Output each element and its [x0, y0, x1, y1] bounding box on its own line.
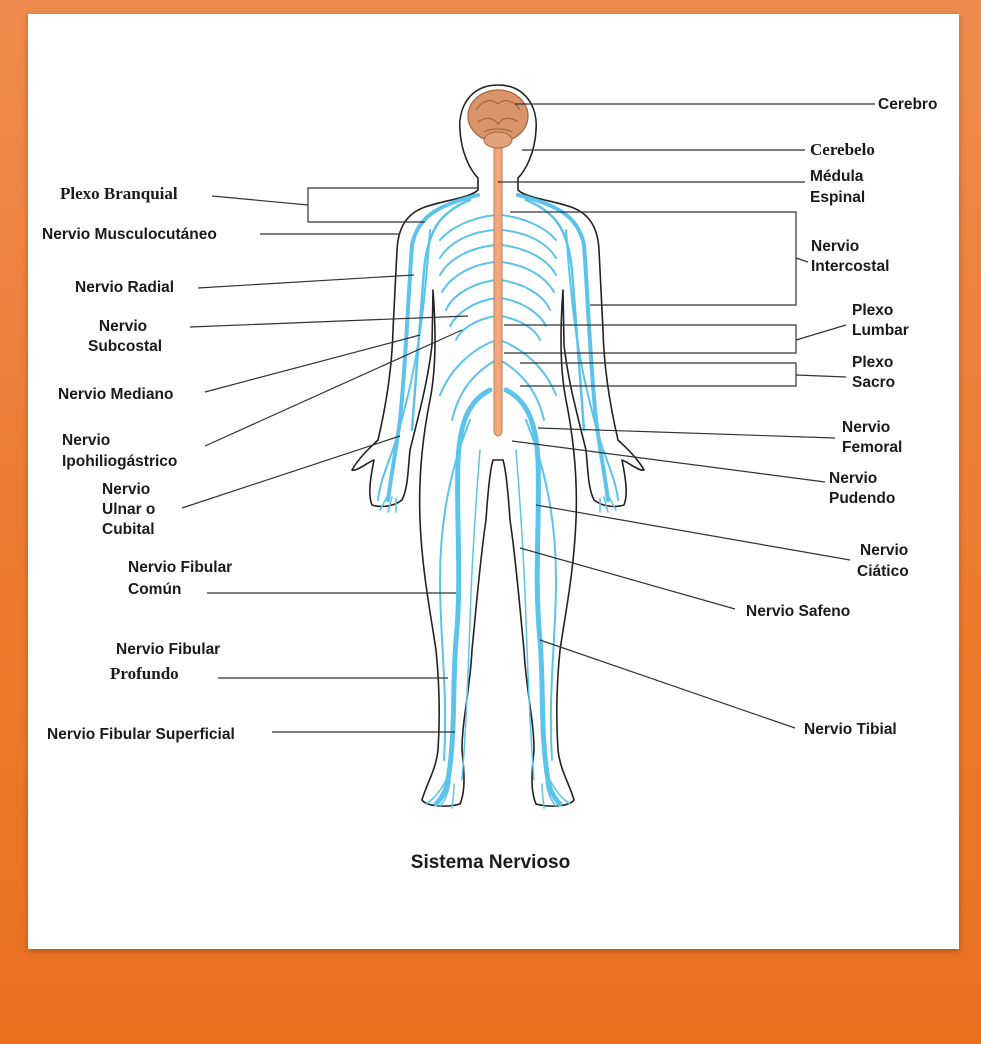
label-fibular-comun-line2: Común	[128, 579, 181, 600]
label-ulnar-line2: Ulnar o	[102, 499, 155, 520]
label-subcostal-line1: Nervio	[88, 316, 158, 337]
label-tibial: Nervio Tibial	[804, 719, 897, 740]
label-mediano: Nervio Mediano	[58, 384, 173, 405]
label-ciatico-line1: Nervio	[860, 540, 908, 561]
label-fibular-profundo-line2: Profundo	[110, 663, 179, 684]
label-radial: Nervio Radial	[75, 277, 174, 298]
label-intercostal-line1: Nervio	[811, 236, 859, 257]
label-femoral-line1: Nervio	[842, 417, 890, 438]
label-cerebro: Cerebro	[878, 94, 937, 115]
label-intercostal-line2: Intercostal	[811, 256, 889, 277]
label-fibular-comun-line1: Nervio Fibular	[128, 557, 232, 578]
label-cerebelo: Cerebelo	[810, 139, 875, 160]
label-ipohilio-line2: Ipohiliogástrico	[62, 451, 177, 472]
label-subcostal-line2: Subcostal	[88, 336, 162, 357]
label-sacro-line1: Plexo	[852, 352, 893, 373]
label-medula-line2: Espinal	[810, 187, 865, 208]
label-pudendo-line2: Pudendo	[829, 488, 895, 509]
label-ulnar-line1: Nervio	[102, 479, 150, 500]
label-plexo-branquial: Plexo Branquial	[60, 183, 178, 204]
label-fibular-profundo-line1: Nervio Fibular	[116, 639, 220, 660]
label-ciatico-line2: Ciático	[857, 561, 909, 582]
label-safeno: Nervio Safeno	[746, 601, 850, 622]
diagram-title: Sistema Nervioso	[0, 852, 981, 874]
spinal-cord	[494, 140, 502, 436]
label-fibular-superficial: Nervio Fibular Superficial	[47, 724, 235, 745]
label-ipohilio-line1: Nervio	[62, 430, 110, 451]
label-medula-line1: Médula	[810, 166, 863, 187]
label-lumbar-line1: Plexo	[852, 300, 893, 321]
label-ulnar-line3: Cubital	[102, 519, 155, 540]
label-musculocutaneo: Nervio Musculocutáneo	[42, 224, 217, 245]
label-femoral-line2: Femoral	[842, 437, 902, 458]
label-sacro-line2: Sacro	[852, 372, 895, 393]
label-pudendo-line1: Nervio	[829, 468, 877, 489]
label-lumbar-line2: Lumbar	[852, 320, 909, 341]
